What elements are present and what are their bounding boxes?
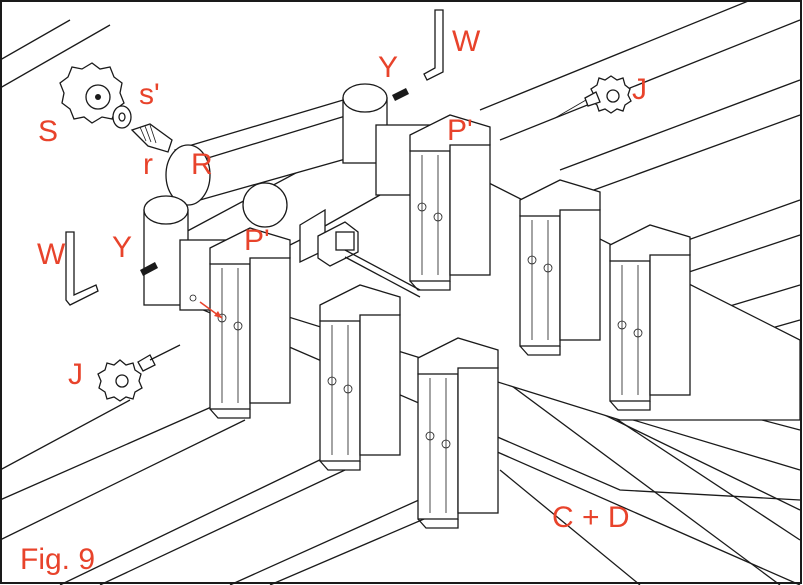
label-c-plus-d: C + D [552, 501, 630, 534]
star-knob-icon [59, 62, 125, 124]
washer-icon [112, 105, 132, 129]
label-r-roller: R [191, 148, 213, 181]
threaded-pin-icon [130, 123, 173, 153]
label-r: r [143, 148, 153, 181]
label-p-prime-right: P' [447, 114, 473, 147]
indicator-arrow [199, 301, 223, 319]
label-y-left: Y [112, 231, 133, 264]
label-y-top: Y [378, 51, 399, 84]
label-j-right: J [632, 73, 647, 106]
label-p-prime-left: P' [244, 224, 270, 257]
hex-key-icon [65, 231, 99, 306]
label-j-left: J [68, 358, 83, 391]
label-w-top: W [452, 25, 481, 58]
set-screw-icon [140, 262, 158, 276]
label-w-left: W [37, 238, 66, 271]
hex-key-icon [423, 9, 444, 81]
set-screw-icon [392, 88, 409, 101]
label-s: S [38, 115, 59, 148]
star-knob-icon [97, 344, 181, 402]
bracket-icon [209, 114, 691, 529]
star-knob-icon [554, 75, 632, 119]
label-s-prime: s' [139, 78, 160, 111]
roller-icon [165, 94, 397, 228]
figure-caption: Fig. 9 [20, 543, 96, 576]
center-connector [299, 208, 421, 298]
